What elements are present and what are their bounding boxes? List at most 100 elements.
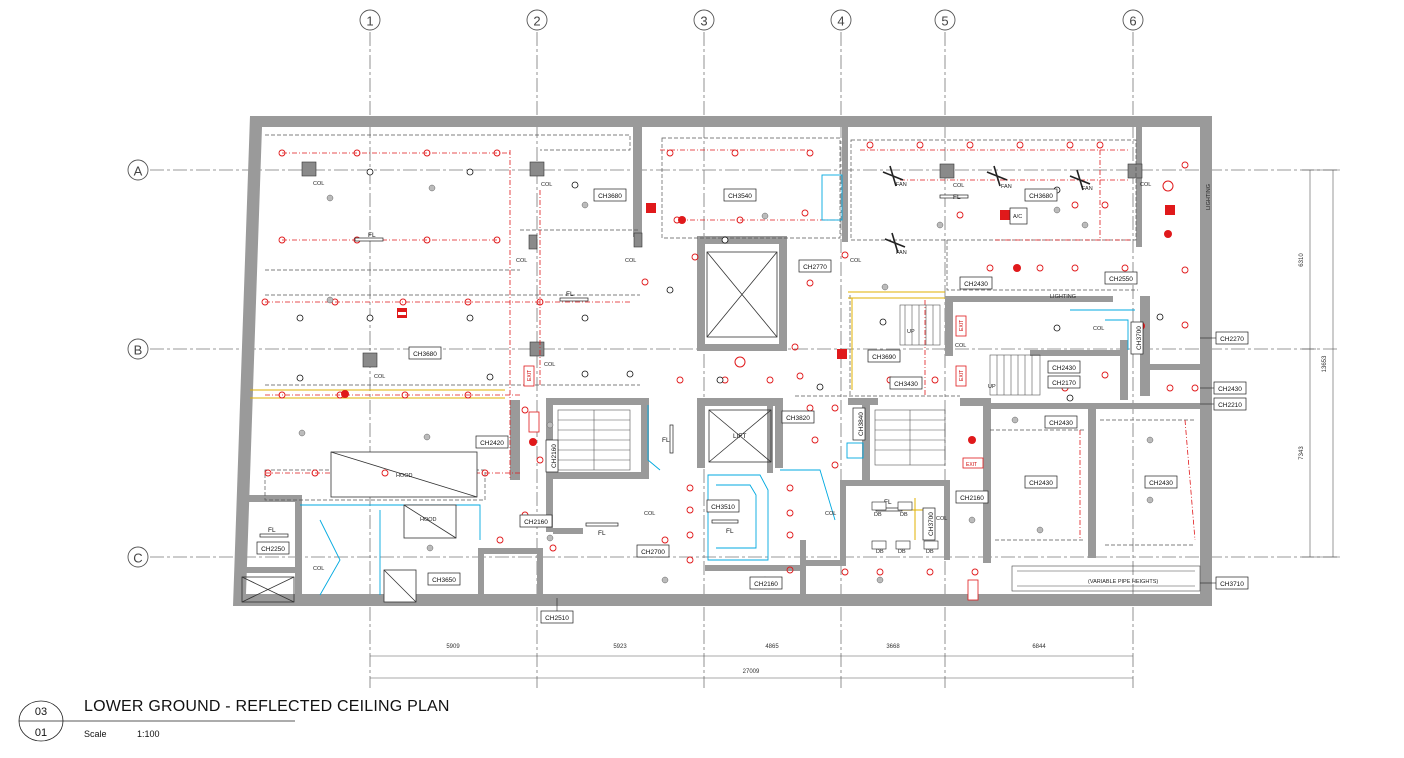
room-tag: CH2430 <box>1052 365 1076 372</box>
ceiling-fans <box>882 165 1091 254</box>
grid-label-4: 4 <box>837 14 844 29</box>
room-tag: CH3540 <box>728 193 752 200</box>
downlights <box>261 141 1199 576</box>
room-tag: CH2550 <box>1109 276 1133 283</box>
room-tag: CH2430 <box>1049 420 1073 427</box>
fl-label: FL <box>953 194 961 201</box>
exit-label: EXIT <box>966 462 977 468</box>
fl-label: FL <box>726 528 734 535</box>
dimension-lines <box>370 169 1340 679</box>
room-tag: CH3820 <box>786 415 810 422</box>
db-label: DB <box>874 512 882 518</box>
room-tag: CH3840 <box>858 412 865 436</box>
db-label: DB <box>900 512 908 518</box>
col-label: COL <box>625 258 636 264</box>
room-tag: CH3690 <box>872 354 896 361</box>
hvac-ductwork <box>300 174 1135 596</box>
dimension-total: 27009 <box>743 669 760 675</box>
db-label: DB <box>926 549 934 555</box>
dimension-value: 3668 <box>886 644 900 650</box>
col-label: COL <box>544 362 555 368</box>
col-label: COL <box>541 182 552 188</box>
col-label: COL <box>1093 326 1104 332</box>
kitchen-hoods <box>330 451 478 603</box>
scale-label: Scale <box>84 729 107 739</box>
col-label: COL <box>850 258 861 264</box>
dimension-value: 5923 <box>613 644 627 650</box>
room-tag: CH2160 <box>754 581 778 588</box>
dimension-total: 13653 <box>1322 355 1328 372</box>
dimension-value: 4865 <box>765 644 779 650</box>
fan-label: FAN <box>896 250 907 256</box>
fl-label: FL <box>368 232 376 239</box>
exit-label: EXIT <box>959 320 965 331</box>
scale-value: 1:100 <box>137 729 160 739</box>
room-tag: CH2160 <box>524 519 548 526</box>
pipe-heights-label: (VARIABLE PIPE HEIGHTS) <box>1088 579 1158 585</box>
ac-label: A/C <box>1013 214 1022 220</box>
structural-columns <box>301 161 1143 368</box>
grid-label-b: B <box>134 343 143 358</box>
room-tag: CH2270 <box>1220 336 1244 343</box>
room-tag: CH3680 <box>413 351 437 358</box>
room-tag: CH3680 <box>598 193 622 200</box>
room-tag: CH3700 <box>1136 326 1143 350</box>
grid-label-3: 3 <box>700 14 707 29</box>
exit-label: EXIT <box>527 370 533 381</box>
fluorescent-fittings <box>259 194 969 538</box>
lighting-label-vertical: LIGHTING <box>1206 184 1212 210</box>
grid-bubbles <box>127 9 1144 568</box>
room-tag: CH3650 <box>432 577 456 584</box>
lighting-circuits <box>265 149 1196 541</box>
grid-label-1: 1 <box>366 14 373 29</box>
pipe-zone <box>1011 565 1201 592</box>
stairs <box>557 304 1041 471</box>
lift-label: LIFT <box>733 433 746 440</box>
grid-label-5: 5 <box>941 14 948 29</box>
room-tag: CH2430 <box>1149 480 1173 487</box>
dimension-value: 5909 <box>446 644 460 650</box>
exit-signs <box>523 315 984 601</box>
dimension-value: 7343 <box>1299 446 1305 460</box>
fan-label: FAN <box>896 182 907 188</box>
exit-label: EXIT <box>959 370 965 381</box>
col-label: COL <box>516 258 527 264</box>
grid-label-c: C <box>133 551 142 566</box>
grid-label-a: A <box>134 164 143 179</box>
room-tag: CH3700 <box>928 512 935 536</box>
fl-label: FL <box>268 527 276 534</box>
col-label: COL <box>313 566 324 572</box>
emergency-lights <box>341 180 1175 446</box>
col-label: COL <box>953 183 964 189</box>
fl-label: FL <box>566 291 574 298</box>
dimension-value: 6310 <box>1299 253 1305 267</box>
col-label: COL <box>936 516 947 522</box>
room-tag: CH3510 <box>711 504 735 511</box>
room-tags: CH3680 CH3540 CH3680 CH2770 CH3680 CH243… <box>256 188 1249 624</box>
room-tag: CH2430 <box>1029 480 1053 487</box>
room-tag: CH3710 <box>1220 581 1244 588</box>
drawing-number: 01 <box>34 727 48 739</box>
sheet-number: 03 <box>34 706 48 718</box>
fl-label: FL <box>598 530 606 537</box>
room-tag: CH2160 <box>551 444 558 468</box>
db-label: DB <box>898 549 906 555</box>
title-block-graphics <box>18 700 295 742</box>
fl-label: FL <box>662 437 670 444</box>
room-tag: CH2430 <box>964 281 988 288</box>
col-label: COL <box>1140 182 1151 188</box>
ceiling-fixtures <box>296 168 1164 402</box>
room-tag: CH2770 <box>803 264 827 271</box>
db-label: DB <box>876 549 884 555</box>
room-tag: CH2430 <box>1218 386 1242 393</box>
col-label: COL <box>825 511 836 517</box>
hood-label: HOOD <box>420 517 437 523</box>
col-label: COL <box>313 181 324 187</box>
col-label: COL <box>955 343 966 349</box>
lift-shafts <box>241 251 778 603</box>
up-label: UP <box>988 384 996 390</box>
room-tag: CH2700 <box>641 549 665 556</box>
room-tag: CH2420 <box>480 440 504 447</box>
room-tag: CH2210 <box>1218 402 1242 409</box>
